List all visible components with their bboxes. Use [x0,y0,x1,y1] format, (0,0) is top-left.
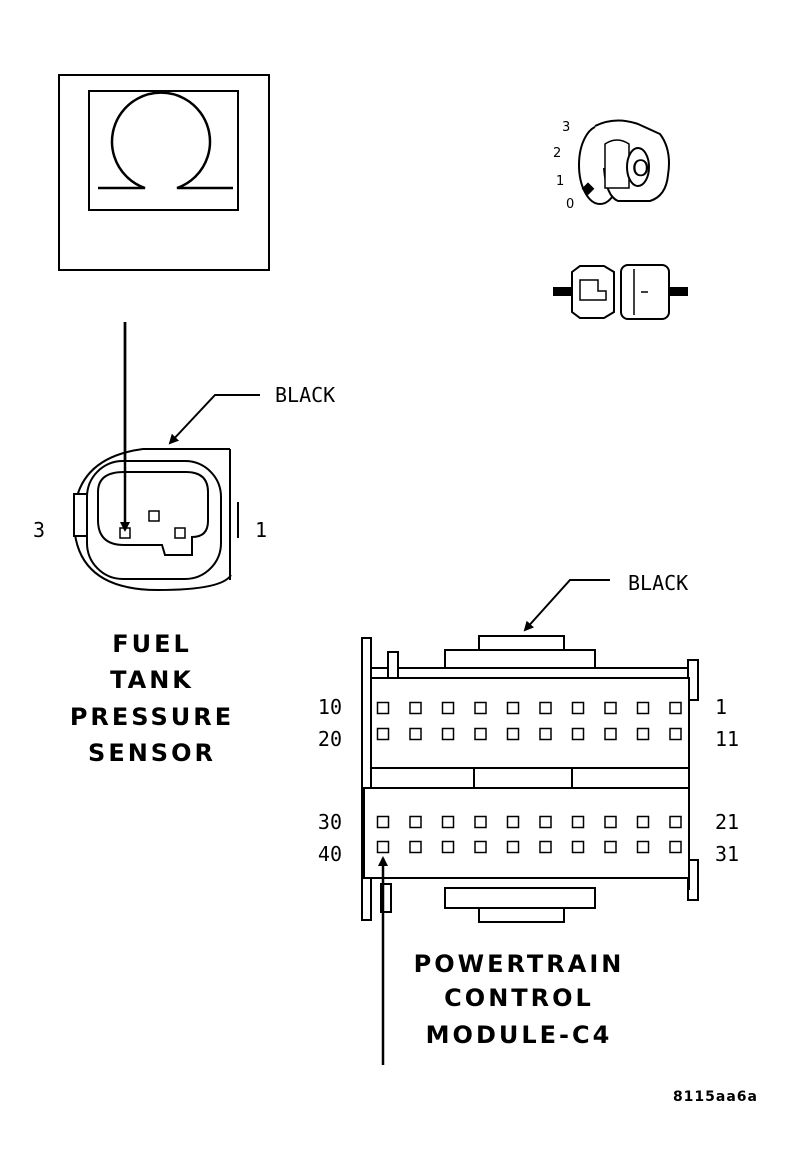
sensor-color-leader [168,394,260,445]
pcm-pin-4 [571,701,585,715]
sensor-title-line-4: SENSOR [88,739,216,767]
pcm-title-line-1: POWERTRAIN [414,950,625,978]
pcm-pin-7 [474,701,487,715]
pcm-pin-16 [506,727,520,741]
pcm-pin-26 [506,815,520,829]
pcm-pin-36 [506,840,520,854]
pcm-pin-19 [409,727,422,741]
sensor-title-line-3: PRESSURE [70,703,234,731]
pcm-pin-34 [571,840,585,854]
ignition-switch-icon: 3 2 1 0 O [553,119,670,212]
pcm-pin-5 [539,701,552,715]
pcm-row-label-left-2: 20 [318,727,342,751]
pcm-row-label-right-4: 31 [715,842,739,866]
sensor-pin-1 [174,527,186,539]
pcm-pin-37 [474,840,487,854]
pcm-pin-14 [571,727,585,741]
pcm-pin-3 [604,701,617,715]
sensor-title-line-1: FUEL [112,630,192,658]
pcm-row-label-right-1: 1 [715,695,727,719]
pcm-title-line-2: CONTROL [444,984,594,1012]
pcm-row-label-left-1: 10 [318,695,342,719]
pcm-pin-38 [441,840,455,854]
ignition-position-2: 2 [553,146,561,161]
pcm-color-label: BLACK [628,571,688,595]
pcm-pin-29 [409,815,422,829]
pcm-pin-27 [474,815,487,829]
pcm-pin-40 [376,840,390,854]
pcm-pin-31 [669,840,682,854]
figure-code: 8115aa6a [673,1089,758,1105]
ignition-key-label: O [632,157,649,182]
sensor-color-label: BLACK [275,383,335,407]
sensor-title-line-2: TANK [110,666,194,694]
ohmmeter-icon [58,74,270,271]
pcm-color-leader [523,579,610,632]
pcm-c4-connector: BLACK 10 20 30 40 1 11 21 31 POWERTRAIN … [318,571,739,1065]
pcm-pin-9 [409,701,422,715]
pcm-pin-2 [636,701,650,715]
pcm-pin-grid [376,701,682,854]
pcm-pin-11 [669,727,682,741]
pcm-pin-20 [376,727,390,741]
connector-pair-icon [553,264,688,320]
pcm-pin-35 [539,840,552,854]
ignition-position-0: 0 [566,197,574,212]
sensor-pin-2 [148,510,160,522]
pcm-pin-28 [441,815,455,829]
pcm-pin-15 [539,727,552,741]
pcm-pin-32 [636,840,650,854]
pcm-pin-39 [409,840,422,854]
sensor-pin-label-right: 1 [255,518,267,542]
ohm-symbol [98,91,233,190]
pcm-pin-10 [376,701,390,715]
pcm-pin-18 [441,727,455,741]
pcm-pin-24 [571,815,585,829]
pcm-pin-21 [669,815,682,829]
fuel-tank-pressure-sensor-connector: BLACK 3 1 FUEL TANK PRESSURE SENSOR [33,322,335,767]
ignition-position-1: 1 [556,174,564,189]
pcm-pin-17 [474,727,487,741]
pcm-title-line-3: MODULE-C4 [426,1021,613,1049]
pcm-pin-8 [441,701,455,715]
pcm-pin-25 [539,815,552,829]
sensor-pin-label-left: 3 [33,518,45,542]
pcm-pin-22 [636,815,650,829]
pcm-pin-6 [506,701,520,715]
pcm-pin-30 [376,815,390,829]
pcm-row-label-right-3: 21 [715,810,739,834]
pcm-pin-12 [636,727,650,741]
pcm-pin-23 [604,815,617,829]
pcm-row-label-left-3: 30 [318,810,342,834]
pcm-row-label-right-2: 11 [715,727,739,751]
pcm-pin-13 [604,727,617,741]
pcm-pin-33 [604,840,617,854]
pcm-row-label-left-4: 40 [318,842,342,866]
ignition-position-3: 3 [562,120,570,135]
pcm-pin-1 [669,701,682,715]
